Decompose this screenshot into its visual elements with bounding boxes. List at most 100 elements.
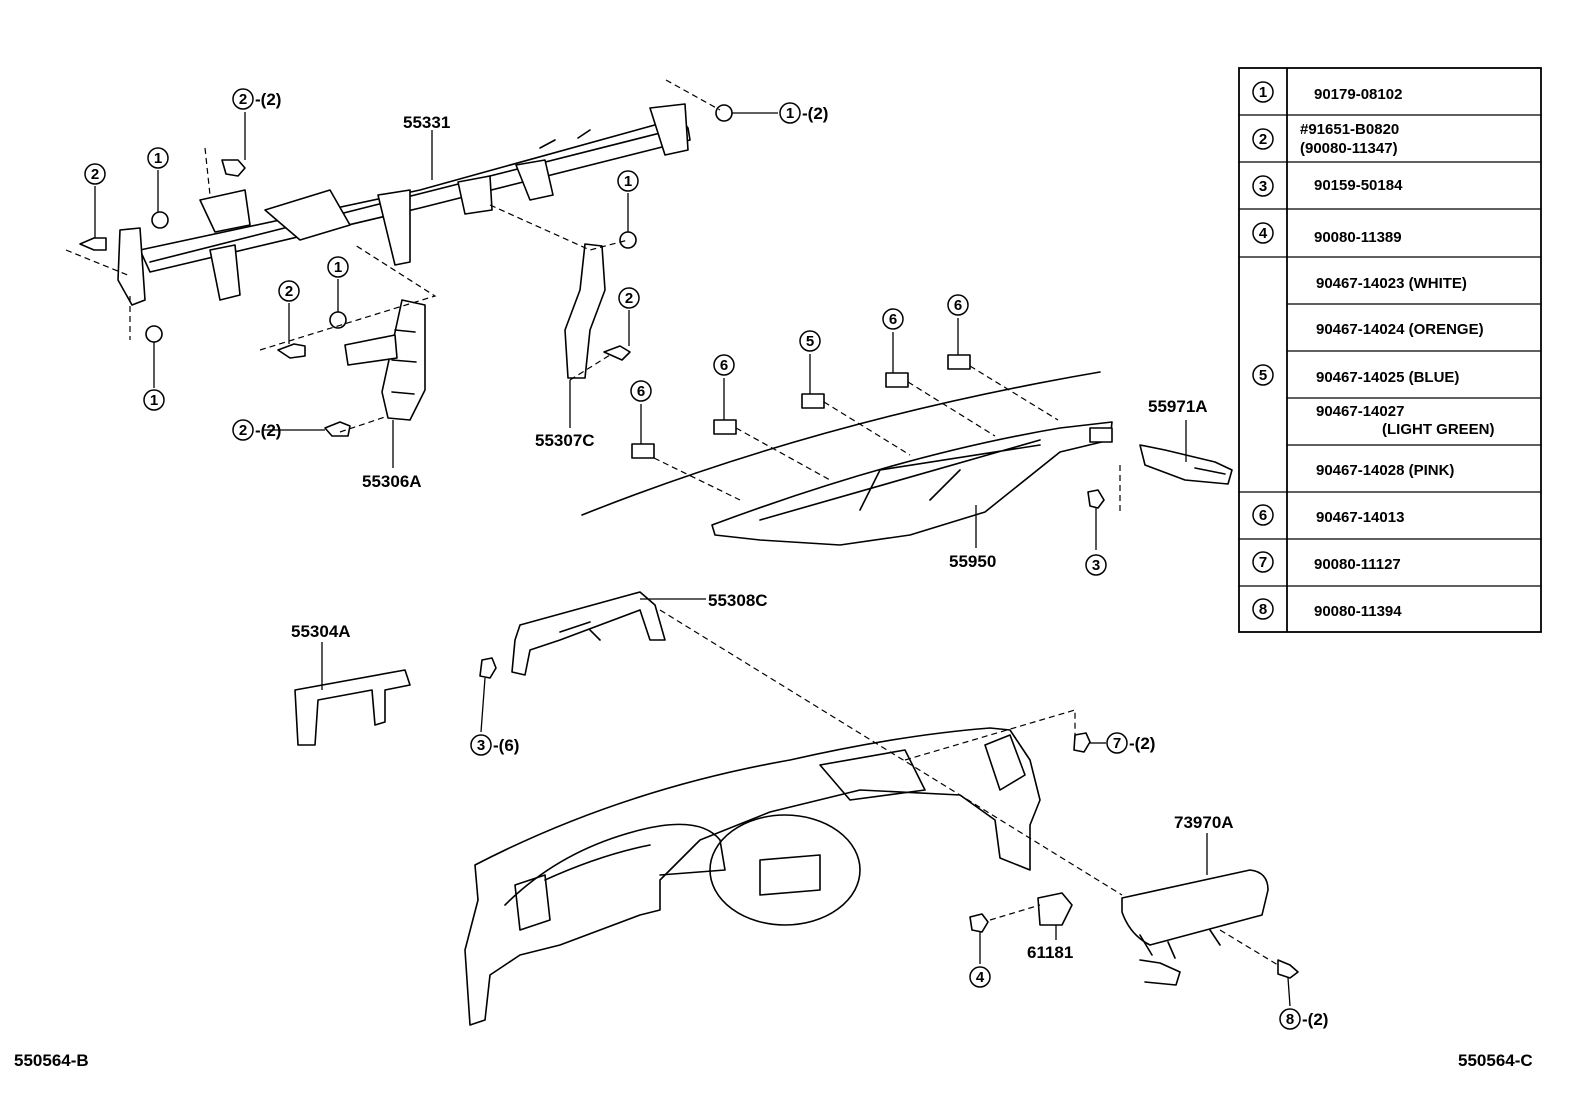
svg-text:2: 2 (285, 283, 293, 300)
instrument-panel-reinforcement-55331 (117, 103, 691, 306)
label-55308C: 55308C (708, 591, 768, 610)
table-part-7: 90080-11127 (1314, 556, 1401, 573)
callout-1-c: 1 (327, 256, 349, 278)
svg-text:3: 3 (1092, 557, 1100, 574)
svg-text:5: 5 (806, 333, 814, 350)
svg-text:-(2): -(2) (1129, 734, 1155, 753)
fasteners (79, 104, 1299, 979)
callout-5-a: 5 (799, 330, 821, 352)
callout-2-c: 2 (618, 287, 640, 309)
brace-55307C (564, 243, 606, 379)
label-61181: 61181 (1027, 943, 1073, 962)
leader-lines (94, 112, 1291, 1007)
svg-text:6: 6 (720, 357, 728, 374)
svg-text:3: 3 (477, 737, 485, 754)
table-part-5-blue: 90467-14025 (BLUE) (1316, 369, 1459, 386)
table-key-7: 7 (1252, 551, 1274, 573)
table-part-2a: #91651-B0820 (1300, 121, 1399, 138)
svg-text:1: 1 (154, 150, 162, 167)
svg-text:8: 8 (1286, 1011, 1294, 1028)
svg-text:4: 4 (976, 969, 985, 986)
label-55304A: 55304A (291, 622, 351, 641)
table-part-1: 90179-08102 (1314, 86, 1402, 103)
table-part-8: 90080-11394 (1314, 603, 1402, 620)
callout-2-b: 2 (278, 280, 300, 302)
bracket-55304A (294, 669, 411, 746)
table-part-4: 90080-11389 (1314, 229, 1402, 246)
panel-55950 (581, 371, 1113, 546)
callout-4-a: 4 (969, 966, 991, 988)
svg-text:3: 3 (1259, 178, 1267, 195)
bracket-55308C (511, 591, 666, 676)
callout-6-a: 6 (630, 380, 652, 402)
callout-2-a: 2 (84, 163, 106, 185)
svg-text:7: 7 (1259, 554, 1267, 571)
callout-6-b: 6 (713, 354, 735, 376)
svg-text:6: 6 (1259, 507, 1267, 524)
svg-text:1: 1 (624, 173, 632, 190)
callout-7-qty-2: 7 -(2) (1106, 732, 1155, 754)
svg-text:6: 6 (889, 311, 897, 328)
bracket-61181 (1037, 892, 1073, 926)
svg-text:-(2): -(2) (802, 104, 828, 123)
table-key-2: 2 (1252, 128, 1274, 150)
svg-text:-(2): -(2) (1302, 1010, 1328, 1029)
table-part-6: 90467-14013 (1316, 509, 1404, 526)
table-key-3: 3 (1252, 175, 1274, 197)
callout-8-qty-2: 8 -(2) (1279, 1008, 1328, 1030)
table-key-6: 6 (1252, 504, 1274, 526)
svg-text:1: 1 (150, 392, 158, 409)
table-part-3: 90159-50184 (1314, 177, 1403, 194)
label-55950: 55950 (949, 552, 996, 571)
svg-text:-(2): -(2) (255, 421, 281, 440)
label-55331: 55331 (403, 113, 450, 132)
callout-3-qty-6: 3 -(6) (470, 734, 519, 756)
svg-text:6: 6 (954, 297, 962, 314)
callout-2-qty-2-top: 2 -(2) (232, 88, 281, 110)
svg-text:7: 7 (1113, 735, 1121, 752)
svg-text:5: 5 (1259, 367, 1267, 384)
callout-1-a: 1 (147, 147, 169, 169)
svg-text:-(2): -(2) (255, 90, 281, 109)
parts-table (1238, 67, 1542, 633)
callout-1-d: 1 (617, 170, 639, 192)
table-part-5-lightgreen-note: (LIGHT GREEN) (1382, 421, 1495, 438)
svg-text:2: 2 (239, 91, 247, 108)
callout-3-a: 3 (1085, 554, 1107, 576)
svg-text:1: 1 (786, 105, 794, 122)
svg-text:1: 1 (1259, 84, 1267, 101)
instrument-panel (464, 727, 1041, 1026)
table-part-5-lightgreen: 90467-14027 (1316, 403, 1404, 420)
svg-text:8: 8 (1259, 601, 1267, 618)
table-part-5-pink: 90467-14028 (PINK) (1316, 462, 1454, 479)
callout-1-qty-2: 1 -(2) (779, 102, 828, 124)
table-key-8: 8 (1252, 598, 1274, 620)
svg-text:-(6): -(6) (493, 736, 519, 755)
table-key-5: 5 (1252, 364, 1274, 386)
footer-code-right: 550564-C (1458, 1051, 1533, 1070)
svg-text:2: 2 (625, 290, 633, 307)
svg-text:2: 2 (91, 166, 99, 183)
svg-text:2: 2 (239, 422, 247, 439)
svg-text:2: 2 (1259, 131, 1267, 148)
label-55307C: 55307C (535, 431, 595, 450)
airbag-module-73970A (1121, 869, 1269, 986)
svg-text:6: 6 (637, 383, 645, 400)
label-55971A: 55971A (1148, 397, 1208, 416)
table-part-5-white: 90467-14023 (WHITE) (1316, 275, 1467, 292)
footer-code-left: 550564-B (14, 1051, 89, 1070)
assembly-lines (65, 79, 1279, 966)
table-key-4: 4 (1252, 222, 1274, 244)
brace-55306A (344, 299, 426, 421)
duct-55971A (1139, 444, 1233, 485)
label-55306A: 55306A (362, 472, 422, 491)
callout-6-d: 6 (947, 294, 969, 316)
table-part-5-orenge: 90467-14024 (ORENGE) (1316, 321, 1484, 338)
table-part-2b: (90080-11347) (1300, 140, 1398, 157)
svg-text:1: 1 (334, 259, 342, 276)
table-key-1: 1 (1252, 81, 1274, 103)
label-73970A: 73970A (1174, 813, 1234, 832)
callout-6-c: 6 (882, 308, 904, 330)
svg-text:4: 4 (1259, 225, 1268, 242)
